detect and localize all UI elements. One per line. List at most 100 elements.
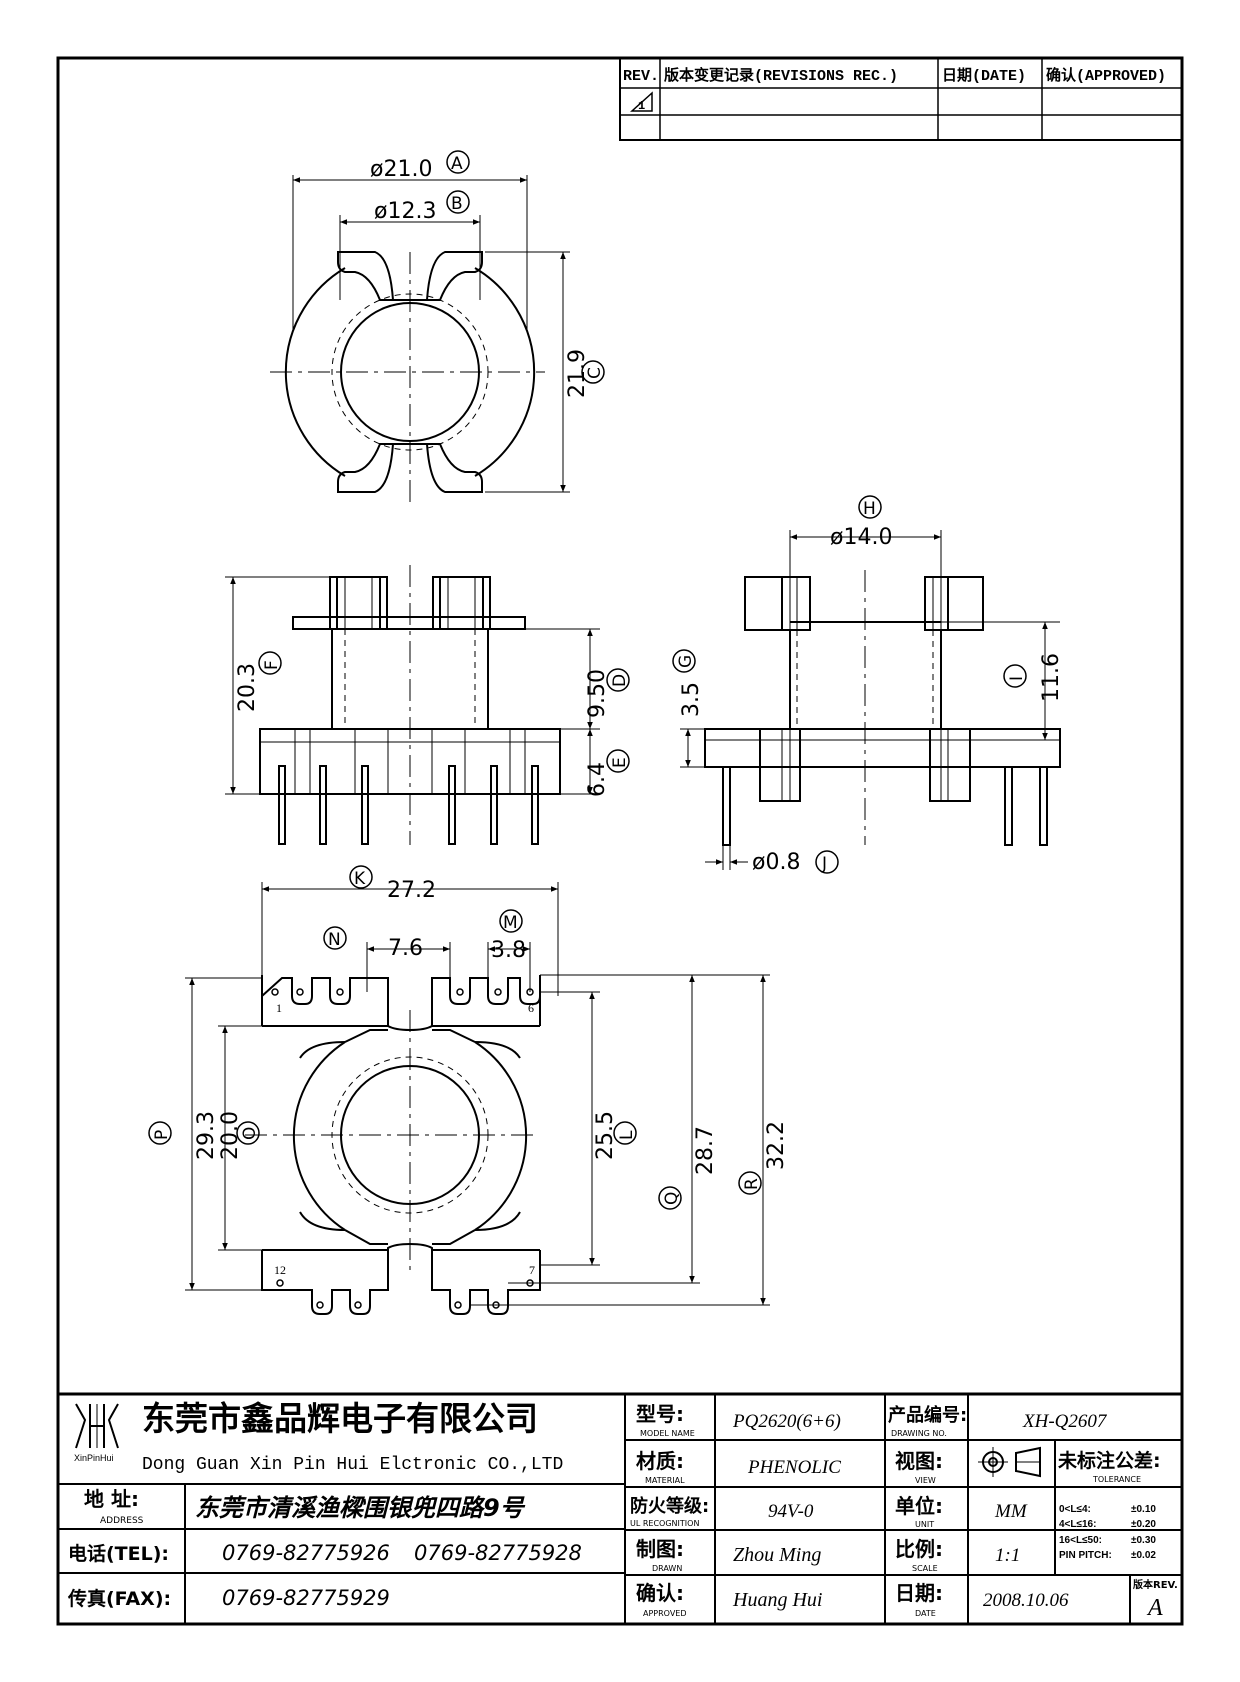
dim-d-value: 9.50: [585, 669, 610, 718]
pin-1-label: 1: [276, 1001, 282, 1015]
dim-n-value: 7.6: [388, 936, 423, 961]
tol-range-1: 4<L≤16:: [1059, 1519, 1096, 1530]
front-view: [225, 565, 600, 845]
view-label: 视图:: [895, 1449, 943, 1473]
rev-value: A: [1146, 1595, 1163, 1621]
dim-m-value: 3.8: [491, 938, 526, 963]
dim-d-tag: D: [610, 674, 630, 687]
dim-c-value: 21.9: [565, 349, 590, 398]
address-value: 东莞市清溪渔樑围银兜四路9号: [195, 1494, 526, 1522]
fire-label: 防火等级:: [630, 1495, 709, 1517]
bottom-view: [185, 882, 770, 1315]
drawing-no-value: XH-Q2607: [1022, 1411, 1108, 1432]
dim-a-value: ø21.0: [370, 157, 432, 182]
unit-label: 单位:: [895, 1494, 943, 1518]
unit-value: MM: [994, 1501, 1028, 1522]
dim-o-value: 20.0: [218, 1111, 243, 1160]
pin-7-label: 7: [529, 1263, 535, 1277]
dim-n-tag: N: [328, 930, 341, 950]
dim-c-tag: C: [585, 367, 605, 379]
dim-e-value: 6.4: [585, 762, 610, 797]
approved-header: 确认(APPROVED): [1046, 66, 1166, 85]
model-label: 型号:: [636, 1402, 684, 1426]
title-block: [58, 1392, 1182, 1624]
revision-table: REV. 版本变更记录(REVISIONS REC.) 日期(DATE) 确认(…: [619, 57, 1183, 141]
scale-sub: SCALE: [912, 1564, 938, 1573]
unit-sub: UNIT: [915, 1520, 934, 1529]
tol-range-0: 0<L≤4:: [1059, 1504, 1091, 1515]
approved-sub: APPROVED: [643, 1609, 687, 1618]
material-value: PHENOLIC: [747, 1457, 841, 1478]
scale-label: 比例:: [895, 1537, 943, 1561]
dim-f-tag: F: [262, 660, 282, 670]
tolerance-label: 未标注公差:: [1057, 1449, 1161, 1472]
date-label: 日期:: [895, 1581, 943, 1605]
dim-h-value: ø14.0: [830, 525, 892, 550]
dim-r-value: 32.2: [764, 1121, 789, 1170]
dim-j-value: ø0.8: [752, 850, 800, 875]
dim-g-value: 3.5: [679, 682, 704, 717]
dim-i-tag: I: [1007, 676, 1027, 681]
drawing-border: [56, 56, 1184, 1626]
date-header: 日期(DATE): [942, 66, 1026, 85]
dim-b-value: ø12.3: [374, 199, 436, 224]
record-header: 版本变更记录(REVISIONS REC.): [664, 66, 898, 85]
address-label: 地 址:: [84, 1487, 139, 1511]
tol-value-1: ±0.20: [1131, 1519, 1156, 1530]
revision-triangle-icon: 1: [630, 91, 653, 113]
dim-e-tag: E: [610, 757, 630, 768]
rev-header: REV.: [623, 68, 659, 85]
side-view: [680, 530, 1061, 870]
model-value: PQ2620(6+6): [732, 1411, 841, 1432]
pin-12-label: 12: [274, 1263, 286, 1277]
top-view-labels: ø21.0 A ø12.3 B 21.9 C: [370, 150, 605, 398]
tolerance-table: 0<L≤4: ±0.10 4<L≤16: ±0.20 16<L≤50: ±0.3…: [1059, 1504, 1156, 1561]
dim-l-tag: L: [617, 1130, 637, 1140]
material-label: 材质:: [636, 1449, 684, 1473]
tol-range-3: PIN PITCH:: [1059, 1550, 1112, 1561]
svg-text:XinPinHui: XinPinHui: [74, 1453, 114, 1463]
material-sub: MATERIAL: [645, 1476, 685, 1485]
rev-label: 版本REV.: [1133, 1578, 1178, 1591]
tel-value-2: 0769-82775928: [414, 1541, 582, 1565]
address-sub: ADDRESS: [100, 1516, 144, 1526]
fire-sub: UL RECOGNITION: [630, 1519, 699, 1528]
dim-p-tag: P: [152, 1130, 172, 1140]
pin-6-label: 6: [528, 1001, 534, 1015]
title-block-text: 东莞市鑫品辉电子有限公司 Dong Guan Xin Pin Hui Elctr…: [67, 1399, 1178, 1621]
approved-value: Huang Hui: [732, 1589, 822, 1611]
dim-k-tag: K: [354, 869, 366, 889]
tol-value-0: ±0.10: [1131, 1504, 1156, 1515]
view-sub: VIEW: [915, 1476, 936, 1485]
front-view-labels: 20.3 F 9.50 D 6.4 E: [235, 651, 630, 797]
top-view: [270, 175, 570, 505]
fax-label: 传真(FAX):: [67, 1587, 171, 1610]
tel-label: 电话(TEL):: [68, 1542, 169, 1565]
svg-text:1: 1: [638, 99, 645, 113]
scale-value: 1:1: [995, 1545, 1020, 1566]
date-value: 2008.10.06: [983, 1590, 1069, 1611]
company-logo-icon: XinPinHui: [74, 1403, 119, 1463]
dim-i-value: 11.6: [1039, 653, 1064, 702]
date-sub: DATE: [915, 1609, 936, 1618]
tel-value-1: 0769-82775926: [222, 1541, 390, 1565]
drawing-no-label: 产品编号:: [888, 1404, 967, 1426]
dim-b-tag: B: [451, 194, 463, 214]
approved-label: 确认:: [636, 1581, 684, 1605]
tol-value-2: ±0.30: [1131, 1535, 1156, 1546]
dim-q-tag: Q: [662, 1192, 682, 1205]
drawn-value: Zhou Ming: [733, 1544, 821, 1566]
company-name-cn: 东莞市鑫品辉电子有限公司: [142, 1399, 538, 1438]
dim-k-value: 27.2: [387, 878, 436, 903]
drawing-no-sub: DRAWING NO.: [891, 1429, 947, 1438]
dim-h-tag: H: [863, 499, 876, 519]
dim-o-tag: O: [240, 1127, 260, 1140]
tolerance-sub: TOLERANCE: [1092, 1475, 1141, 1484]
side-view-labels: H ø14.0 3.5 G I 11.6 ø0.8 J: [672, 495, 1064, 875]
dim-r-tag: R: [742, 1178, 762, 1190]
drawn-label: 制图:: [636, 1537, 684, 1561]
drawn-sub: DRAWN: [652, 1564, 682, 1573]
fax-value: 0769-82775929: [222, 1586, 390, 1610]
dim-a-tag: A: [451, 154, 463, 174]
